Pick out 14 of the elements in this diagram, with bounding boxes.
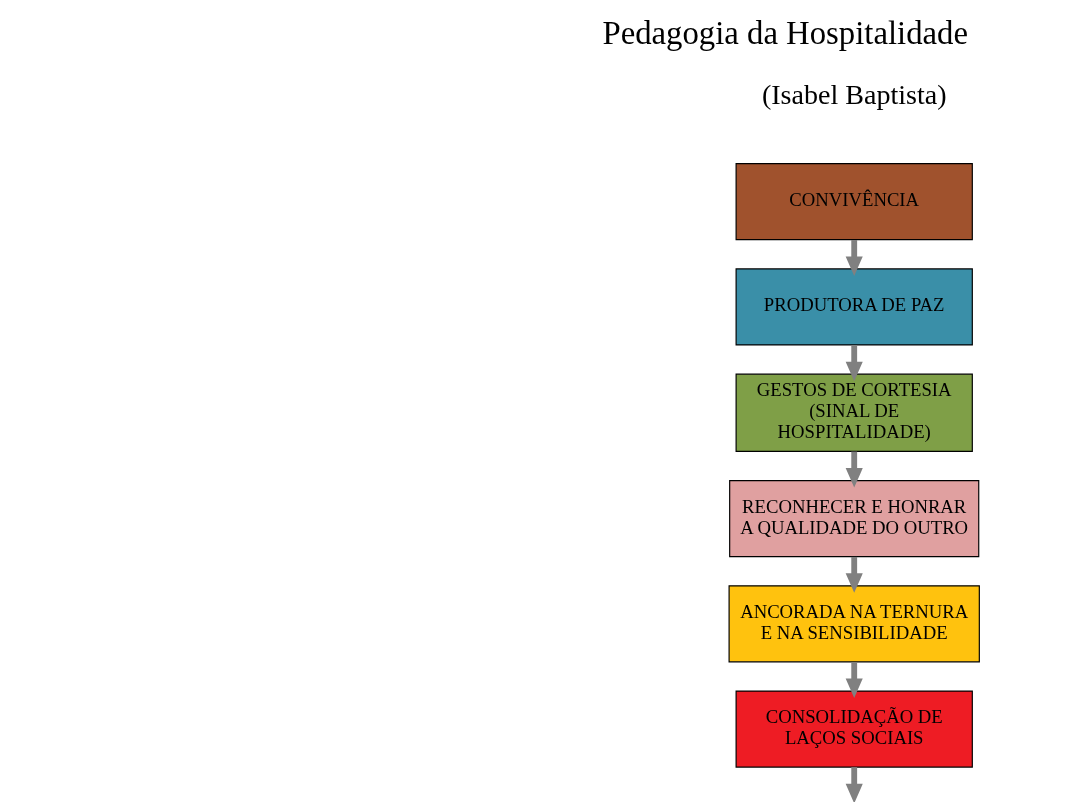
arrow xyxy=(845,345,863,382)
node-box: CONVIVÊNCIA xyxy=(735,163,973,241)
node-box: RECONHECER E HONRAR A QUALIDADE DO OUTRO xyxy=(728,480,979,558)
arrow xyxy=(845,767,863,802)
arrow xyxy=(845,556,863,593)
arrow xyxy=(845,662,863,699)
node-box: GESTOS DE CORTESIA (SINAL DE HOSPITALIDADE) xyxy=(735,373,973,452)
node-box: ANCORADA NA TERNURA E NA SENSIBILIDADE xyxy=(728,585,980,663)
node-box: PRODUTORA DE PAZ xyxy=(735,268,973,346)
label: (Isabel Baptista) xyxy=(761,78,946,110)
arrow xyxy=(845,451,863,488)
arrow xyxy=(845,240,863,276)
node-box: CONSOLIDAÇÃO DE LAÇOS SOCIAIS xyxy=(735,690,973,768)
diagram-title: Pedagogia da Hospitalidade xyxy=(602,14,968,51)
